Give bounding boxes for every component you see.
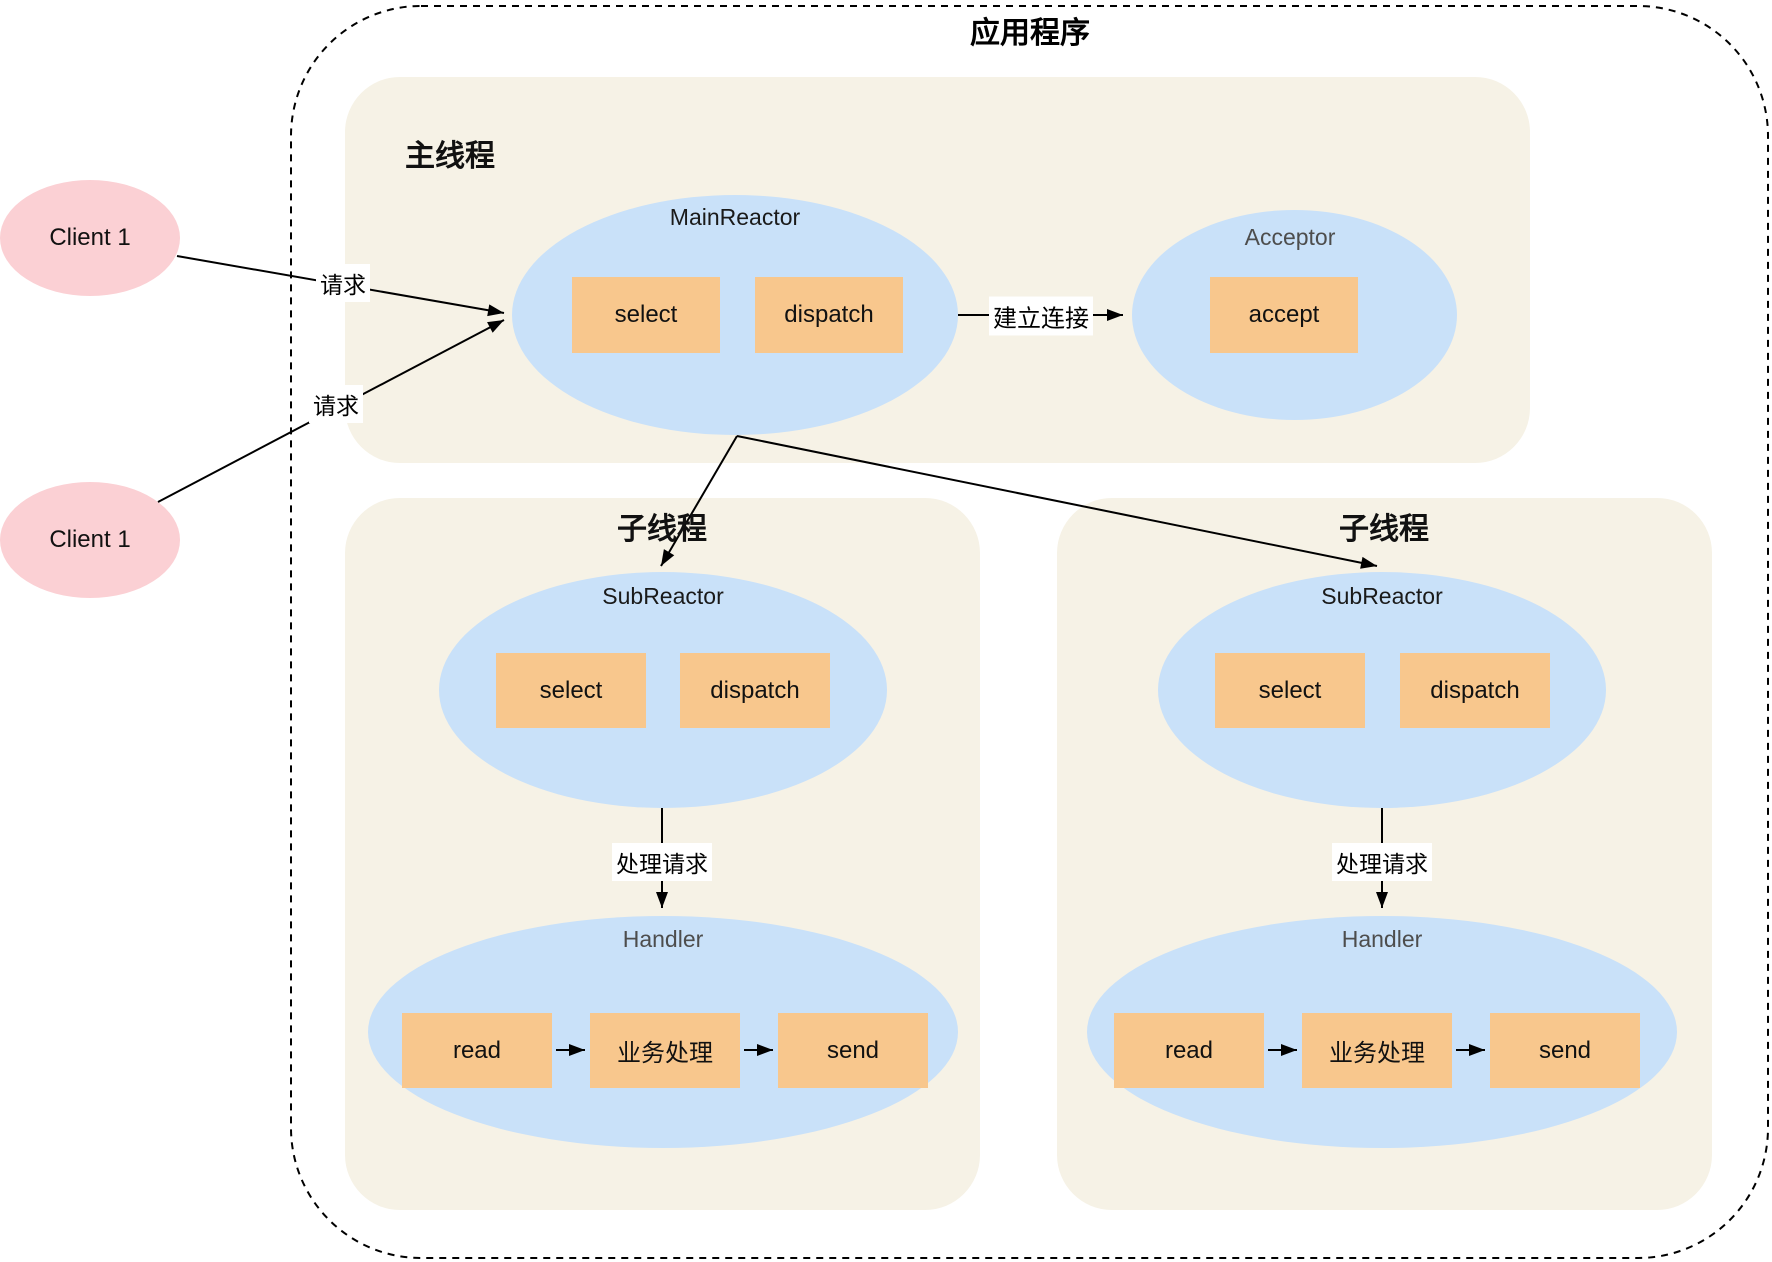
- client-1-label: Client 1: [49, 224, 131, 251]
- handler-left-business-box: 业务处理: [590, 1013, 740, 1088]
- main-thread-title: 主线程: [405, 140, 495, 173]
- sub-thread-title-left: 子线程: [617, 513, 707, 546]
- main-dispatch-label: dispatch: [784, 301, 874, 328]
- sub-thread-title-right: 子线程: [1339, 513, 1429, 546]
- handler-left-send-label: send: [826, 1036, 880, 1064]
- application-title: 应用程序: [970, 17, 1090, 50]
- handler-right-business-box: 业务处理: [1302, 1013, 1452, 1088]
- main-select-label: select: [614, 301, 678, 328]
- sub-right-select-label: select: [1258, 676, 1322, 704]
- accept-label: accept: [1248, 301, 1320, 328]
- process-label-left: 处理请求: [612, 843, 712, 881]
- client-2-label: Client 1: [49, 526, 131, 553]
- handler-left-business-label: 业务处理: [617, 1040, 713, 1067]
- sub-left-dispatch-label: dispatch: [710, 676, 800, 704]
- sub-reactor-title-left: SubReactor: [602, 583, 724, 609]
- request-label-2: 请求: [309, 385, 363, 423]
- connect-label: 建立连接: [989, 296, 1093, 336]
- sub-reactor-right-select-box: select: [1215, 653, 1365, 728]
- handler-left-read-box: read: [402, 1013, 552, 1088]
- process-label-right: 处理请求: [1332, 843, 1432, 881]
- main-reactor-title: MainReactor: [669, 204, 801, 230]
- main-reactor-dispatch-box: dispatch: [755, 277, 903, 353]
- sub-reactor-left-dispatch-box: dispatch: [680, 653, 830, 728]
- sub-left-select-label: select: [539, 676, 603, 704]
- request-label-1: 请求: [316, 264, 370, 302]
- handler-left-read-label: read: [452, 1036, 502, 1064]
- handler-title-left: Handler: [622, 926, 704, 952]
- handler-left-send-box: send: [778, 1013, 928, 1088]
- sub-reactor-left-select-box: select: [496, 653, 646, 728]
- client-node-1: Client 1: [0, 180, 180, 296]
- acceptor-accept-box: accept: [1210, 277, 1358, 353]
- handler-right-business-label: 业务处理: [1329, 1040, 1425, 1067]
- client-node-2: Client 1: [0, 482, 180, 598]
- main-reactor-select-box: select: [572, 277, 720, 353]
- acceptor-title: Acceptor: [1244, 224, 1336, 250]
- handler-right-read-box: read: [1114, 1013, 1264, 1088]
- sub-reactor-title-right: SubReactor: [1321, 583, 1443, 609]
- handler-right-send-box: send: [1490, 1013, 1640, 1088]
- handler-right-read-label: read: [1164, 1036, 1214, 1064]
- handler-title-right: Handler: [1341, 926, 1423, 952]
- sub-reactor-right-dispatch-box: dispatch: [1400, 653, 1550, 728]
- handler-right-send-label: send: [1538, 1036, 1592, 1064]
- sub-right-dispatch-label: dispatch: [1430, 676, 1520, 704]
